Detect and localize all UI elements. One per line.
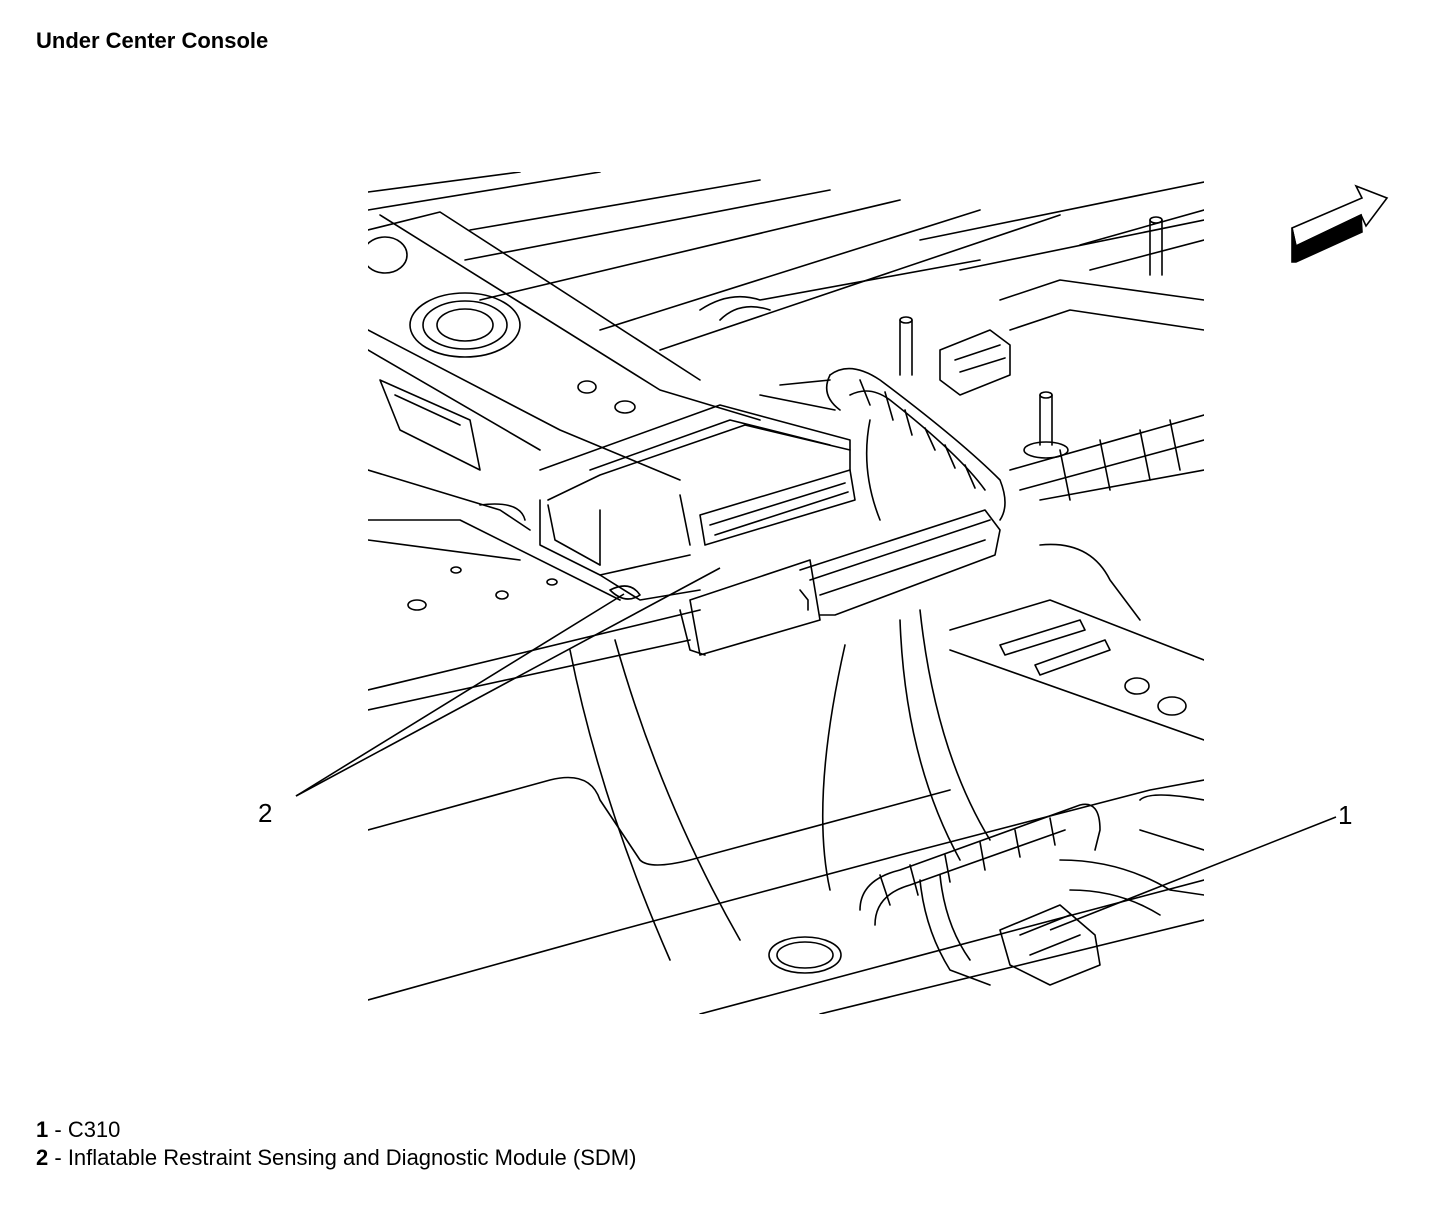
legend-row-2: 2 - Inflatable Restraint Sensing and Dia… — [36, 1144, 636, 1172]
page-title: Under Center Console — [36, 28, 269, 53]
left-bracket — [368, 379, 621, 601]
leader-line-2a — [295, 593, 625, 797]
legend-number: 2 — [36, 1145, 49, 1170]
callout-label-1: 1 — [1338, 800, 1353, 830]
floor-holes — [368, 236, 1187, 974]
front-direction-arrow-icon — [1291, 184, 1389, 263]
legend-separator: - — [48, 1145, 68, 1170]
c310-connector — [859, 803, 1204, 986]
wiring-harness — [759, 209, 1204, 521]
legend-row-1: 1 - C310 — [36, 1116, 636, 1144]
leader-line-2b — [295, 567, 721, 797]
legend-number: 1 — [36, 1117, 49, 1142]
legend-description: C310 — [67, 1117, 121, 1142]
callout-label-2: 2 — [258, 798, 273, 828]
legend: 1 - C310 2 - Inflatable Restraint Sensin… — [36, 1116, 636, 1172]
floor-tunnel — [368, 543, 1204, 1014]
sdm-module — [539, 404, 856, 601]
legend-separator: - — [48, 1117, 68, 1142]
sdm-connectors — [679, 509, 1001, 656]
callout-leaders — [295, 567, 1337, 931]
mounting-studs — [899, 216, 1163, 459]
leader-line-1 — [1049, 816, 1337, 931]
upper-floor-panel — [368, 172, 1204, 481]
upper-right-connector — [939, 329, 1011, 396]
legend-description: Inflatable Restraint Sensing and Diagnos… — [67, 1145, 637, 1170]
